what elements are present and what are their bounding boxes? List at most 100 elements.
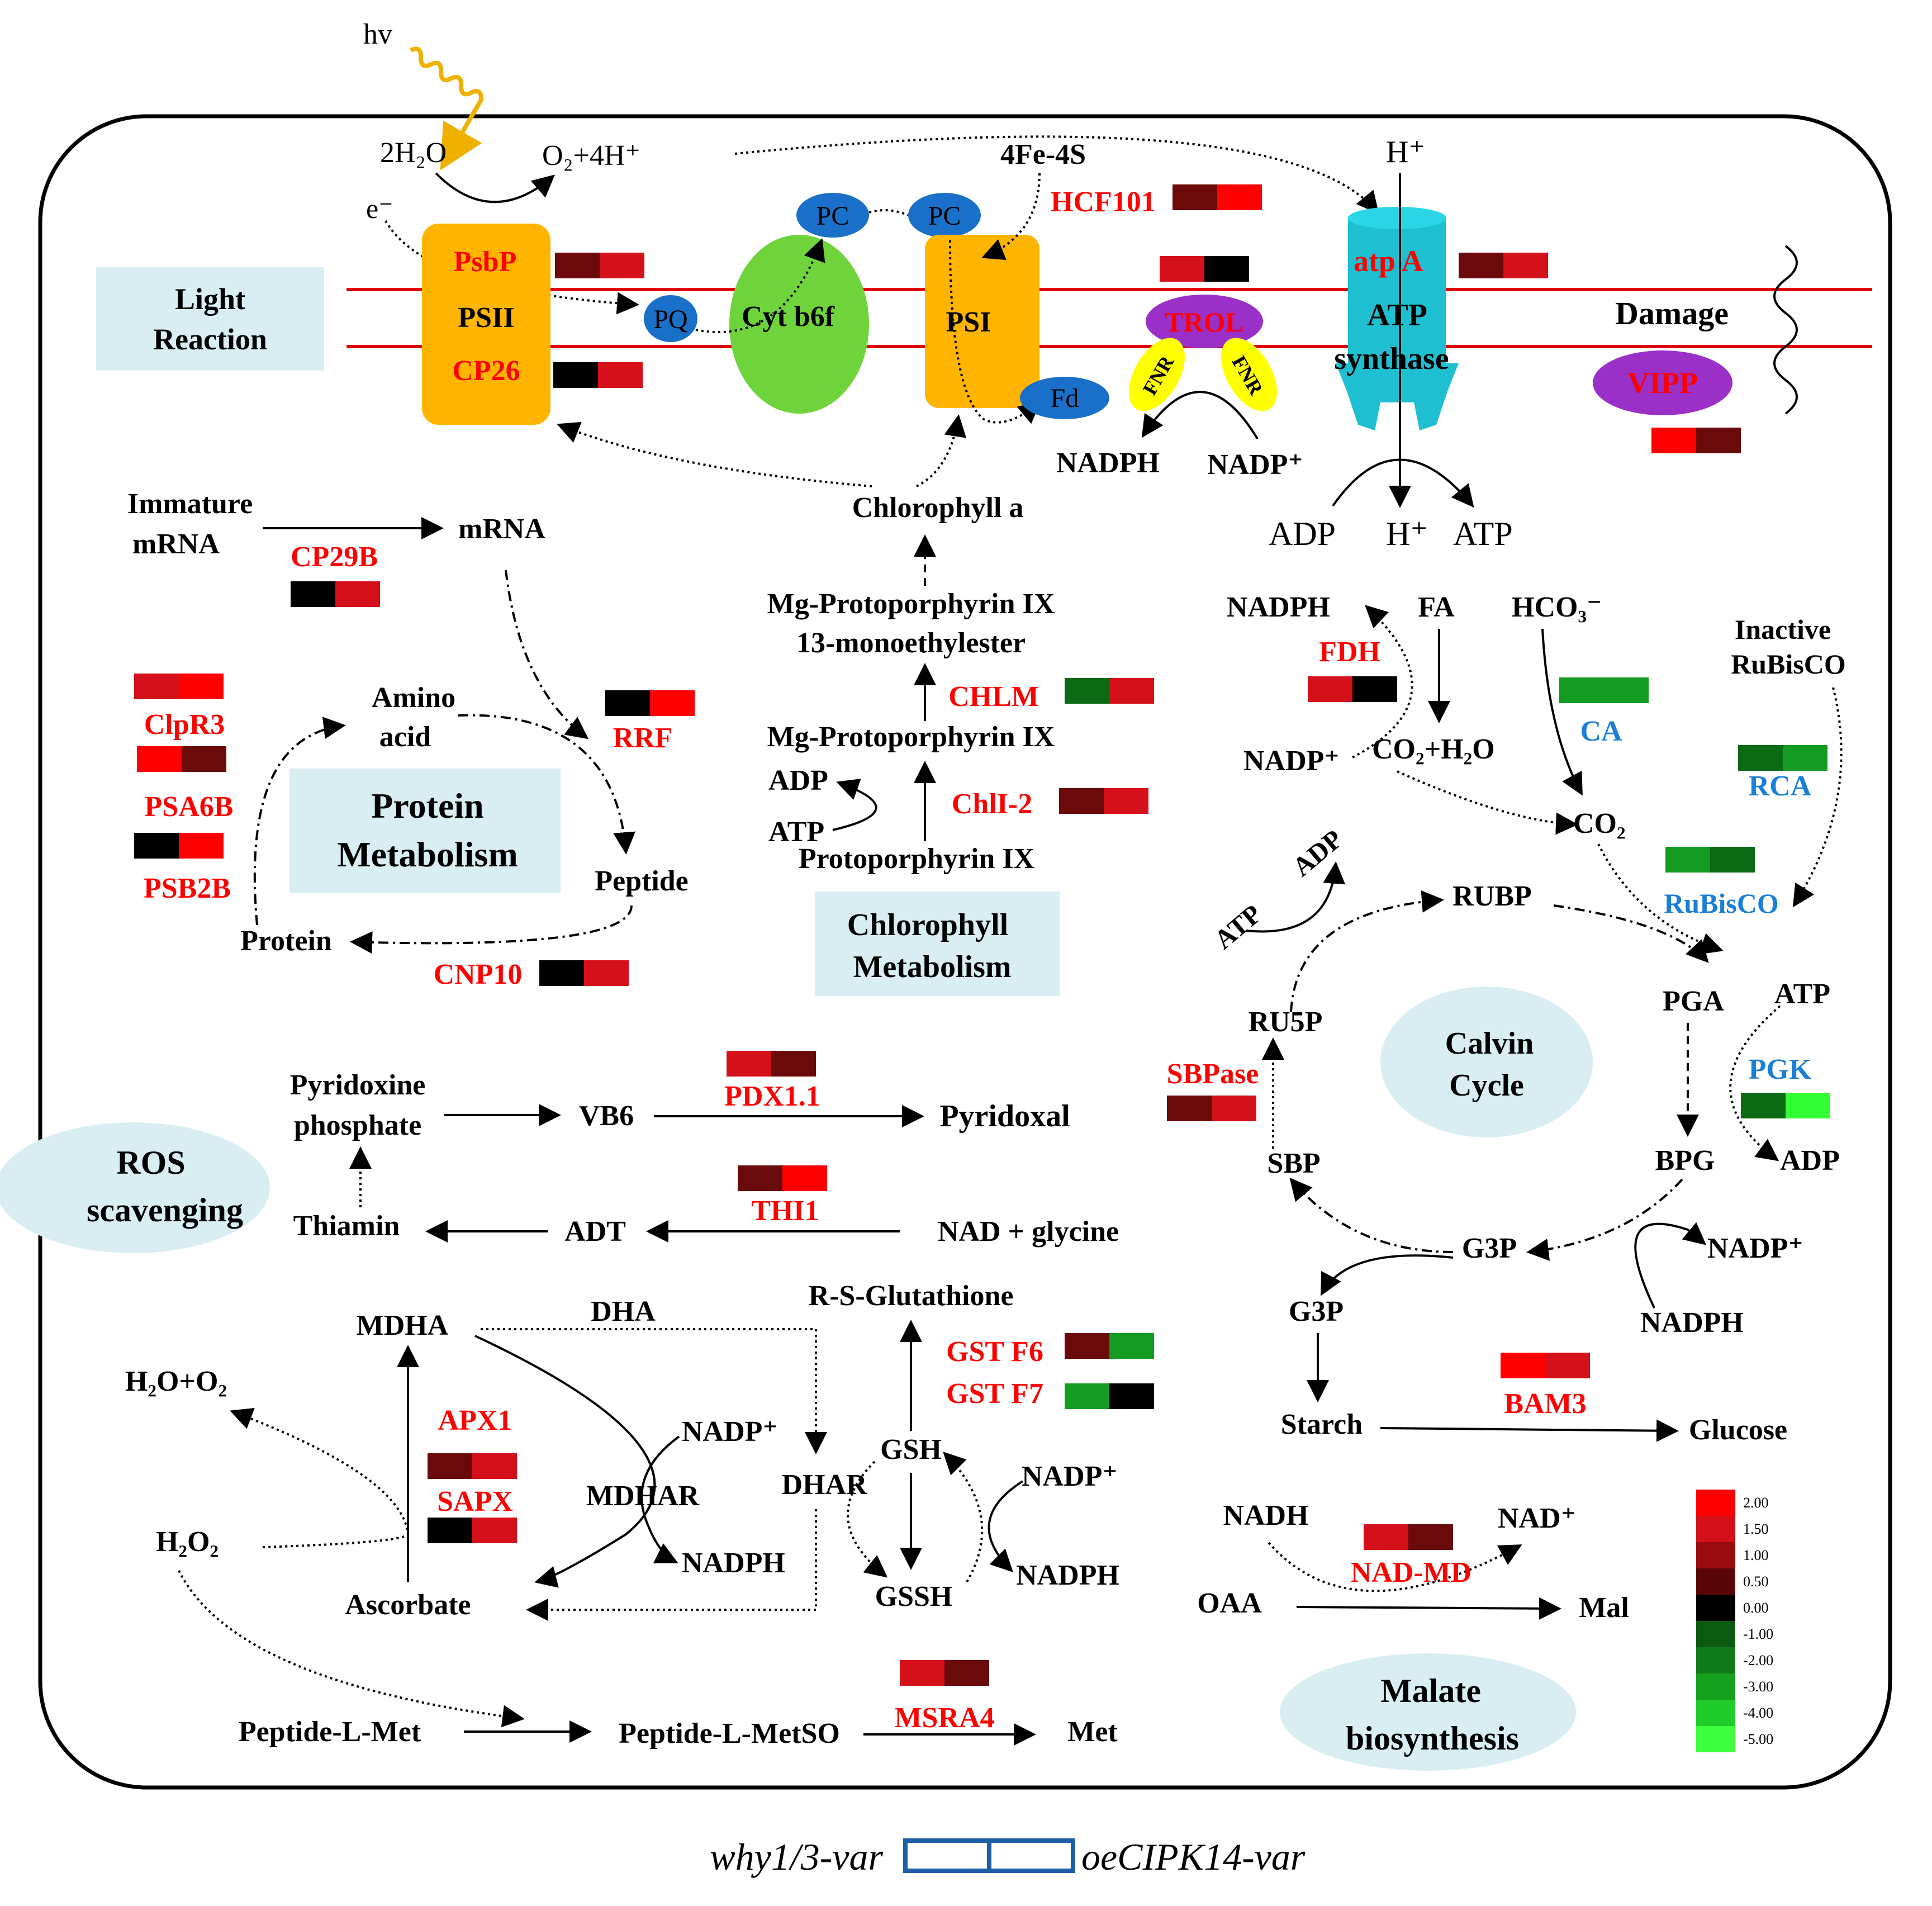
met-label: Met [1067, 1716, 1118, 1748]
legend-tick-label: -3.00 [1743, 1679, 1773, 1695]
gssh-label: GSSH [875, 1581, 953, 1613]
heatmap-cell [1212, 1096, 1256, 1121]
h-plus-light-label: H⁺ [1386, 515, 1428, 552]
mrna-to-rrf-path [505, 570, 589, 739]
gene-chli2-heatmap [1059, 788, 1148, 814]
mg-proto-me-label-2: 13-monoethylester [796, 627, 1026, 659]
peptide-l-met-label: Peptide-L-Met [239, 1716, 421, 1748]
heatmap-cell [1364, 1524, 1408, 1550]
gene-ca-heatmap [1559, 677, 1649, 703]
co2-label: CO₂ [1573, 808, 1626, 840]
chlorophyll-metabolism-box [815, 892, 1060, 996]
heatmap-cell [472, 1518, 517, 1543]
atp-synthase-top [1348, 207, 1446, 229]
heatmap-cell [1065, 1383, 1109, 1409]
nad-plus-label: NAD⁺ [1498, 1502, 1576, 1534]
legend-swatch [1696, 1595, 1735, 1621]
calvin-cycle-label-2: Cycle [1449, 1068, 1524, 1103]
heatmap-cell [1109, 1383, 1154, 1409]
heatmap-cell [472, 1453, 517, 1479]
protein-to-amino-path [253, 717, 346, 926]
gene-chlm-label: CHLM [948, 681, 1039, 713]
pq-to-pc-path [695, 238, 825, 333]
nadph-light-label: NADPH [1056, 447, 1160, 479]
heatmap-cell [1109, 678, 1154, 704]
amino-acid-label: Amino [372, 682, 455, 714]
gene-pdx11-label: PDX1.1 [724, 1080, 820, 1112]
gene-ca-label: CA [1580, 715, 1622, 747]
gene-gstf7-heatmap [1065, 1383, 1154, 1409]
legend-tick-label: -2.00 [1743, 1652, 1773, 1668]
gene-gstf6-label: GST F6 [946, 1336, 1043, 1368]
heatmap-cell [900, 1660, 944, 1686]
atp-synthase-channel [1348, 218, 1446, 369]
gene-msra4-heatmap [900, 1660, 989, 1686]
heatmap-cell [553, 362, 598, 388]
legend-swatch [1696, 1647, 1735, 1673]
fnr-protein-left [1129, 338, 1185, 411]
legend-swatch [1696, 1542, 1735, 1568]
heatmap-cell [1783, 745, 1827, 771]
gene-thi1-heatmap [738, 1165, 827, 1191]
psi-label: PSI [946, 306, 991, 338]
g3p-lower-label: G3P [1289, 1296, 1344, 1327]
gene-cnp10-heatmap [539, 960, 629, 986]
gene-clpr3-heatmap [134, 674, 224, 699]
proton-transfer-path [734, 135, 1379, 215]
malate-biosynthesis-oval [1280, 1653, 1576, 1771]
protein-label: Protein [240, 925, 332, 957]
vipp-protein [1593, 350, 1732, 415]
dhar-to-ascorbate-path [526, 1509, 817, 1621]
pc-label-left: PC [817, 201, 849, 231]
legend-tick-label: 0.50 [1743, 1573, 1769, 1590]
heatmap-cell [1167, 1096, 1212, 1121]
pc-carrier-right [908, 193, 981, 238]
nadh-oxidation-path [1268, 1542, 1522, 1592]
gene-fdh-heatmap [1308, 676, 1397, 702]
gene-cp26-heatmap [553, 362, 643, 388]
dhar-label: DHAR [781, 1469, 868, 1501]
legend-tick-label: -4.00 [1743, 1705, 1773, 1721]
inactive-rubisco-label-2: RuBisCO [1731, 648, 1846, 680]
legend-swatch [1696, 1700, 1735, 1726]
atp-synthase-label: ATP [1367, 298, 1427, 333]
rs-glutathione-label: R-S-Glutathione [809, 1280, 1014, 1312]
gene-cp29b-label: CP29B [291, 541, 378, 573]
ros-scavenging-oval [0, 1122, 270, 1253]
fd-label: Fd [1051, 383, 1079, 413]
atp-consume-arrow [832, 779, 877, 831]
water-arrow [435, 172, 556, 203]
hco3-label: HCO₃⁻ [1512, 591, 1602, 623]
heatmap-cell [1503, 253, 1548, 278]
h2o2-decomposition-path [230, 1407, 410, 1548]
g3p-cycle-label: G3P [1462, 1232, 1517, 1264]
nadph-fdh-label: NADPH [1227, 591, 1330, 623]
protein-metabolism-label: Protein [371, 786, 483, 826]
heatmap-cell [428, 1453, 472, 1479]
light-wave [410, 46, 484, 170]
heatmap-cell [555, 253, 600, 278]
co2h2o-to-co2-path [1397, 770, 1578, 835]
hv-label: hv [363, 18, 392, 50]
atp-synthesis-arrow [1332, 458, 1474, 508]
gene-thi1-label: THI1 [751, 1195, 819, 1227]
atp-chl-label: ATP [768, 816, 824, 848]
gene-psb2b-heatmap [134, 833, 224, 859]
psii-label: PSII [458, 302, 514, 334]
gene-pgk-label: PGK [1749, 1054, 1812, 1085]
heatmap-cell [1545, 1353, 1590, 1378]
gene-pdx11-heatmap [727, 1051, 816, 1077]
gene-bam3-heatmap [1501, 1353, 1590, 1378]
key-box-right [987, 1838, 1075, 1873]
heatmap-cell [1665, 847, 1710, 873]
heatmap-cell [179, 833, 224, 859]
heatmap-cell [584, 960, 629, 986]
mdha-to-dhar-path [481, 1328, 827, 1454]
legend-tick-label: 0.00 [1743, 1600, 1769, 1616]
legend-swatch [1696, 1726, 1735, 1752]
mdhar-nadp-path [640, 1435, 680, 1563]
heatmap-cell [134, 674, 179, 699]
legend-swatch [1696, 1621, 1735, 1647]
gene-hcf101-heatmap [1173, 184, 1262, 210]
